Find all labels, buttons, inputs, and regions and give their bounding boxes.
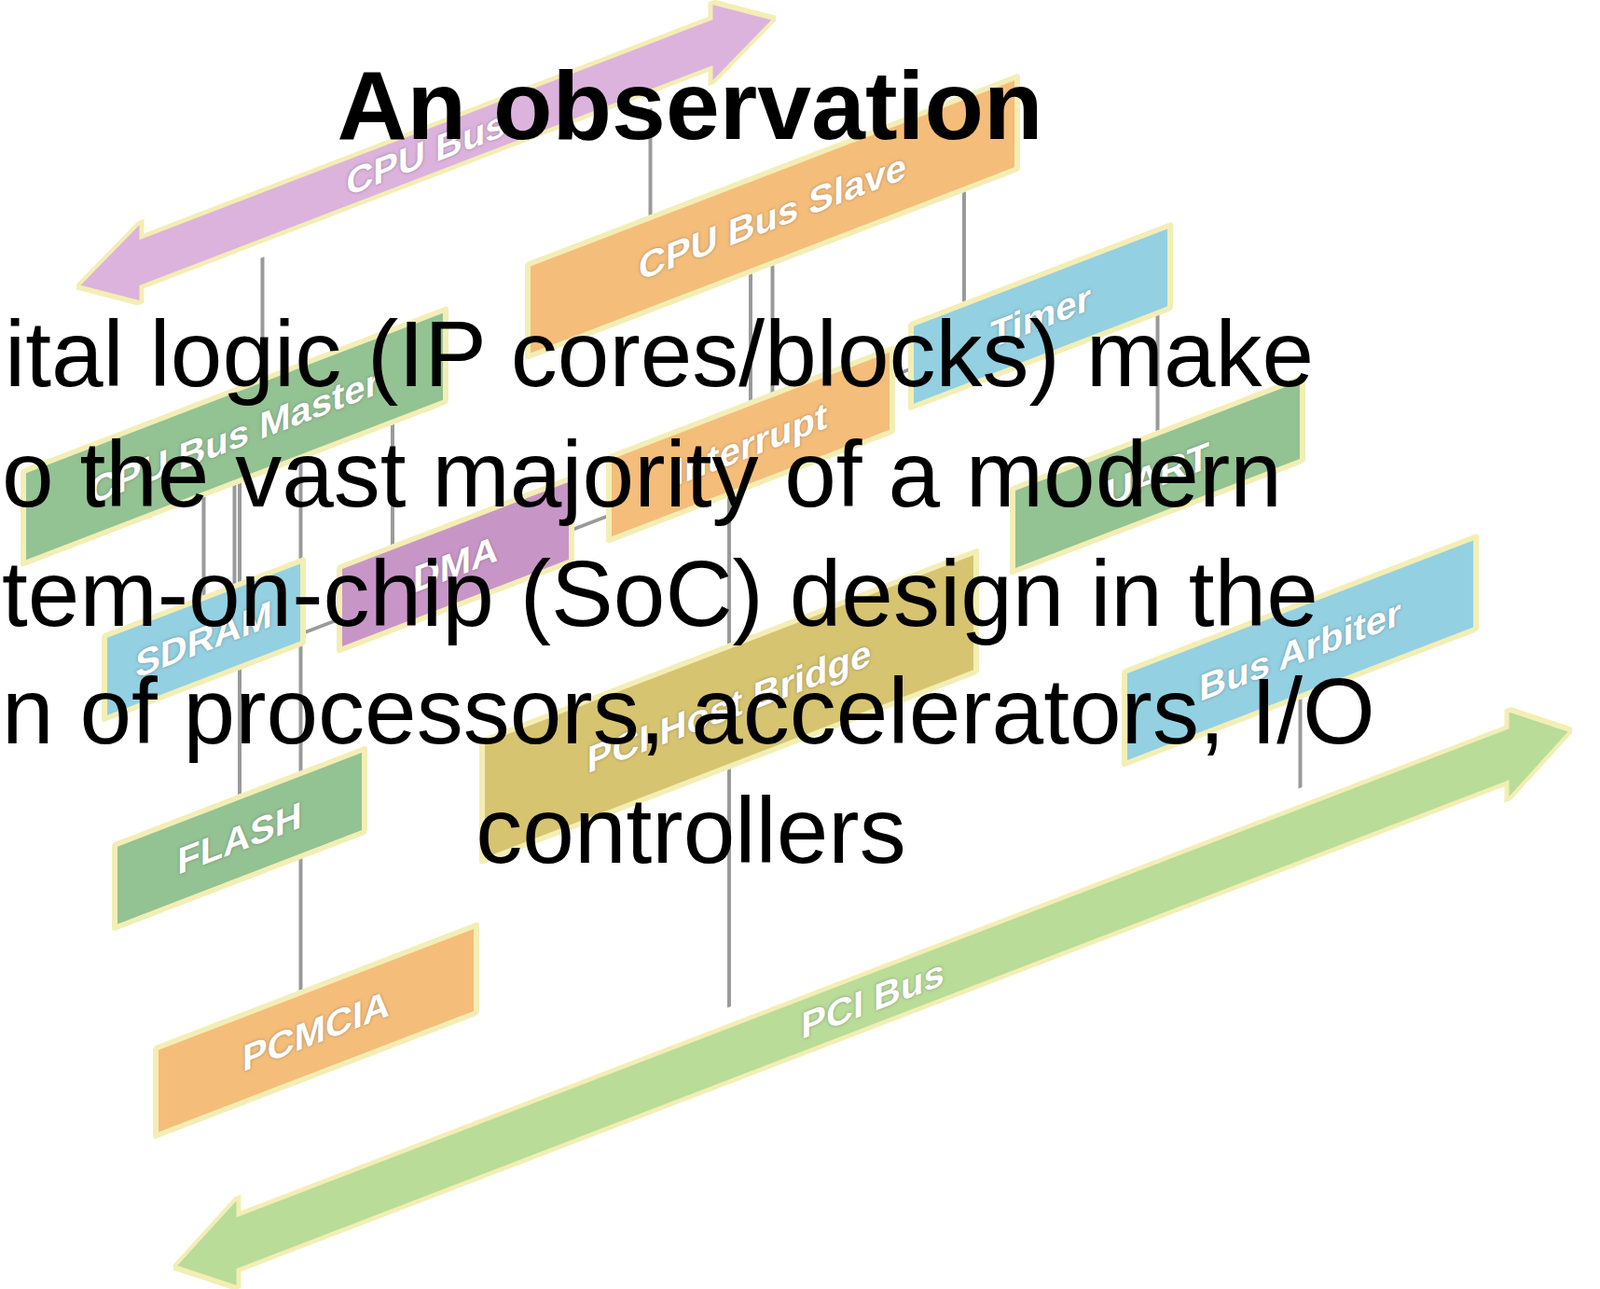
band-outline: [173, 683, 1573, 1289]
bus-wire: [962, 192, 966, 302]
ip-block: PCMCIA: [152, 921, 480, 1140]
slide-title: An observation: [337, 58, 1044, 152]
body-text-line: ital logic (IP cores/blocks) make: [4, 306, 1314, 400]
body-text-line: controllers: [475, 783, 906, 877]
body-text-line: o the vast majority of a modern: [1, 427, 1283, 521]
block-label: PCMCIA: [229, 976, 403, 1085]
body-text-line: n of processors, accelerators, I/O: [1, 663, 1376, 758]
block-label: FLASH: [164, 787, 315, 888]
body-text-line: tem-on-chip (SoC) design in the: [1, 546, 1319, 640]
